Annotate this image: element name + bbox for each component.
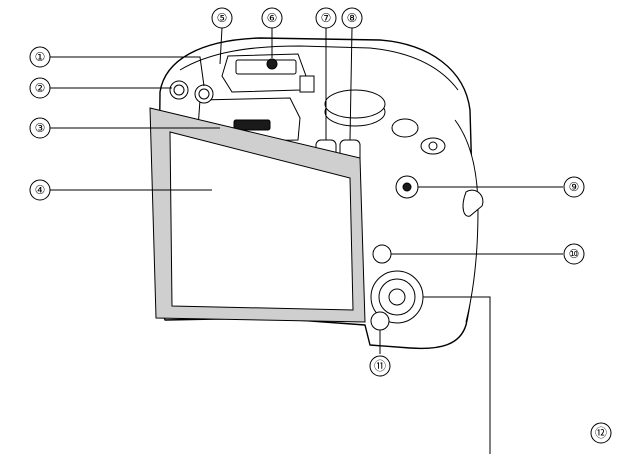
info-button — [370, 311, 390, 331]
leader-5 — [219, 27, 223, 65]
ok-button — [388, 288, 406, 306]
camera-illustration — [149, 37, 484, 350]
callout-11: ⑪ — [374, 359, 386, 373]
camera-grip — [454, 119, 479, 323]
strap-lug — [462, 189, 484, 217]
shutter-button — [391, 118, 419, 138]
callout-1: ① — [35, 50, 46, 64]
top-plate — [179, 45, 459, 91]
hot-shoe-rail — [235, 59, 297, 75]
callout-3: ③ — [35, 121, 46, 135]
accessory-slot — [233, 119, 271, 131]
callout-2: ② — [35, 81, 46, 95]
callout-10: ⑩ — [569, 247, 580, 261]
callout-12: ⑫ — [595, 426, 607, 440]
callout-5: ⑤ — [217, 11, 228, 25]
mode-dial-top — [324, 89, 386, 119]
leader-lines — [50, 27, 563, 454]
record-button-dot — [402, 182, 412, 192]
callouts: ① ② ③ ④ ⑤ ⑥ ⑦ ⑧ ⑨ ⑩ ⑪ ⑫ — [29, 7, 612, 444]
callout-9: ⑨ — [569, 180, 580, 194]
movie-button-inner — [173, 84, 185, 96]
leader-8 — [349, 27, 353, 141]
lcd-screen — [169, 131, 354, 311]
leader-12 — [423, 296, 491, 454]
hot-shoe-cover — [299, 75, 315, 93]
playback-button-inner — [198, 88, 210, 100]
callout-6: ⑥ — [267, 11, 278, 25]
callout-7: ⑦ — [321, 11, 332, 25]
menu-button — [372, 244, 392, 264]
leader-1 — [50, 56, 205, 87]
callout-8: ⑧ — [347, 11, 358, 25]
hot-shoe-contact — [266, 58, 278, 70]
callout-4: ④ — [35, 183, 46, 197]
